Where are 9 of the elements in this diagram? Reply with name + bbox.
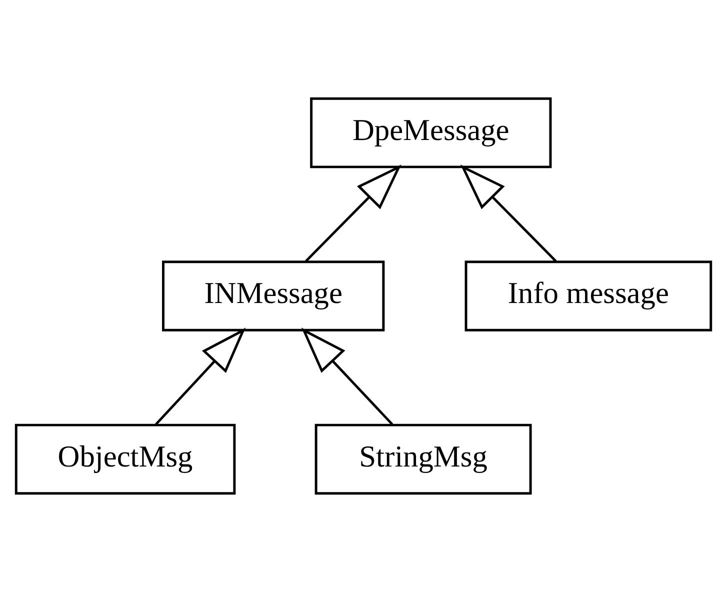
arrow xyxy=(460,164,557,262)
node-box: INMessage xyxy=(162,260,385,332)
arrow xyxy=(155,328,246,426)
node-box: Info message xyxy=(464,260,712,332)
node-box: DpeMessage xyxy=(310,97,552,168)
node-box: StringMsg xyxy=(314,424,532,495)
arrow xyxy=(305,164,402,262)
arrow xyxy=(301,328,394,426)
node-box: ObjectMsg xyxy=(14,424,236,495)
